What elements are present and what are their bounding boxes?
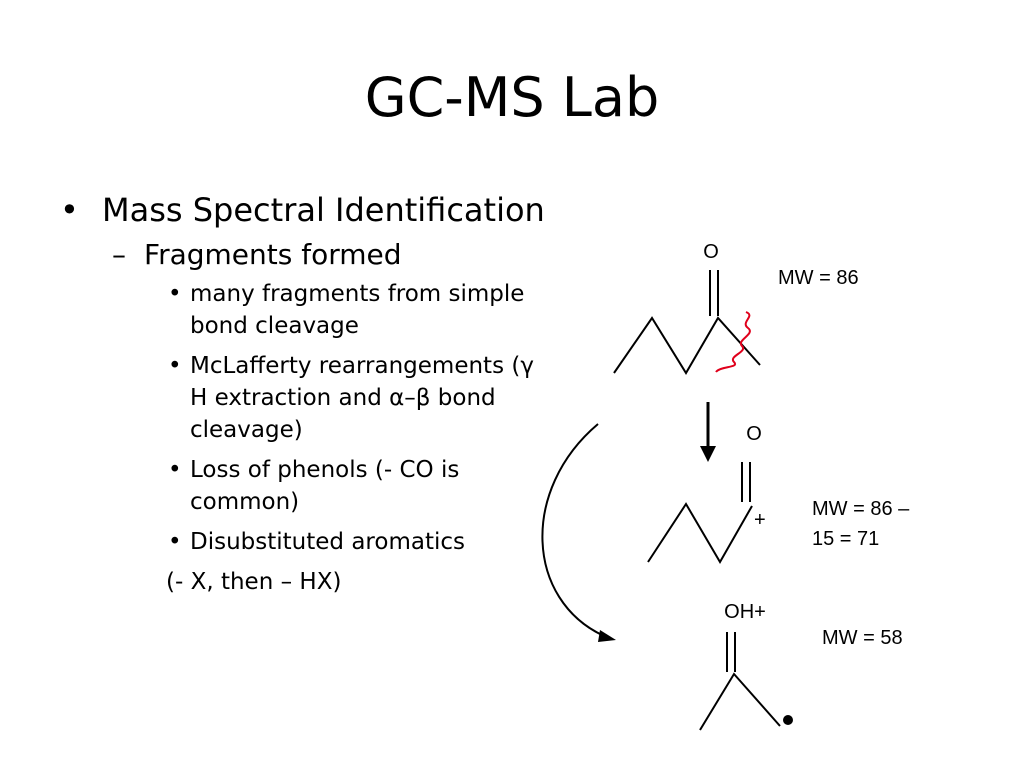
mol3-group-label: OH+ [724, 601, 766, 623]
bullet-item: • McLafferty rearrangements (γ H extract… [60, 350, 550, 446]
down-arrow-icon [700, 402, 716, 462]
bullet-list: • Mass Spectral Identification – Fragmen… [60, 188, 620, 598]
curved-arrow-icon [541, 423, 616, 642]
bullet-item: • Disubstituted aromatics [60, 526, 550, 558]
note-text: (- X, then – HX) [166, 569, 342, 595]
cleavage-mark-icon [715, 311, 751, 373]
bullet-item: • Loss of phenols (- CO is common) [60, 454, 550, 518]
bullet-dot-icon: • [168, 281, 182, 307]
bullet-dot-icon: • [168, 529, 182, 555]
bullet-sub-text: Fragments formed [144, 238, 402, 271]
mol1-oxygen-label: O [703, 241, 719, 263]
bullet-sub: – Fragments formed [60, 236, 620, 274]
radical-dot-icon [783, 715, 793, 725]
mol2-charge-label: + [754, 509, 766, 531]
bullet-dot-icon: • [168, 457, 182, 483]
bullet-item-text: Disubstituted aromatics [190, 529, 465, 555]
molecule-parent [613, 270, 761, 375]
molecule-enol [699, 632, 781, 731]
bullet-dot-icon: • [60, 191, 79, 229]
bullet-main: • Mass Spectral Identification [60, 188, 620, 232]
mol2-mw-label-line1: MW = 86 – [812, 498, 910, 520]
mol2-mw-label-line2: 15 = 71 [812, 528, 879, 550]
bullet-item-text: McLafferty rearrangements (γ H extractio… [190, 353, 534, 443]
molecule-acylium [647, 462, 753, 564]
bullet-dot-icon: • [168, 353, 182, 379]
bullet-item-text: many fragments from simple bond cleavage [190, 281, 525, 339]
slide-title: GC-MS Lab [364, 66, 660, 129]
bullet-item: • many fragments from simple bond cleava… [60, 278, 550, 342]
bullet-main-text: Mass Spectral Identification [102, 191, 545, 229]
dash-marker-icon: – [112, 238, 126, 271]
bullet-item-text: Loss of phenols (- CO is common) [190, 457, 460, 515]
mol3-mw-label: MW = 58 [822, 627, 903, 649]
mol1-mw-label: MW = 86 [778, 267, 859, 289]
mol2-oxygen-label: O [746, 423, 762, 445]
